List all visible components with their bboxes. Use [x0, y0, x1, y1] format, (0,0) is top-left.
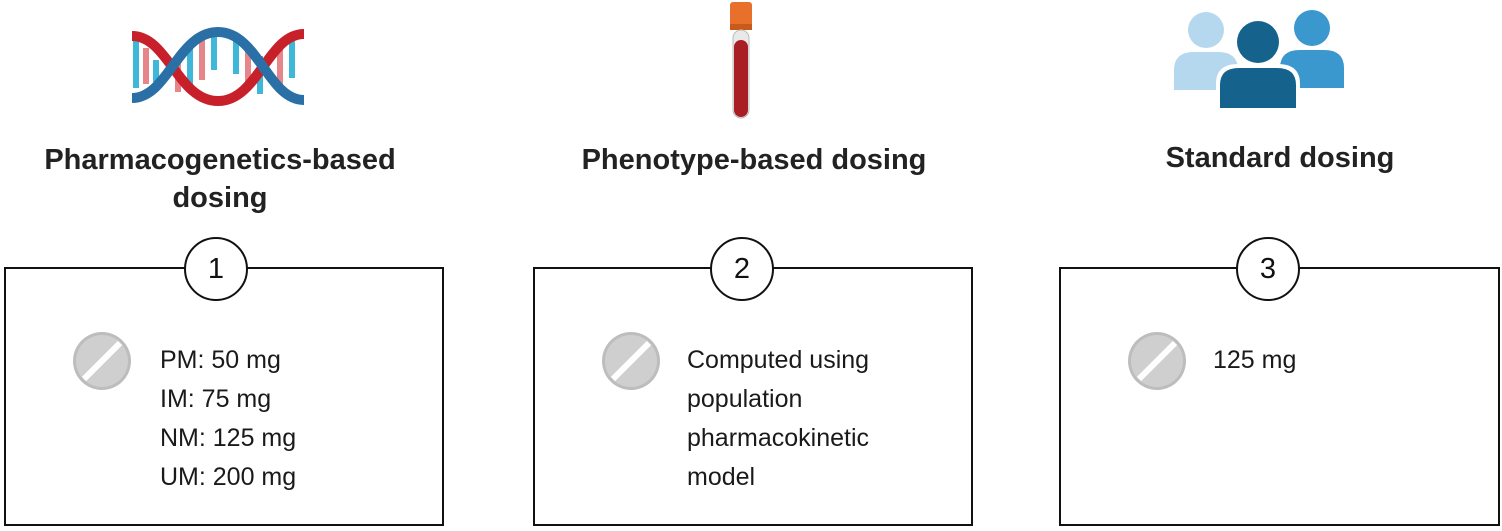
heading-line: Pharmacogenetics-based — [44, 144, 396, 176]
step-badge-3: 3 — [1236, 237, 1300, 301]
dose-line: Computed using — [687, 346, 870, 374]
pharmacogenetics-heading: Pharmacogenetics-based dosing — [0, 141, 440, 217]
dna-icon — [131, 26, 305, 107]
heading-line: Phenotype-based dosing — [581, 144, 927, 176]
dose-line: model — [687, 463, 756, 491]
pill-tablet-icon — [73, 332, 131, 390]
dose-value: 125 mg — [1213, 341, 1296, 380]
dosing-box-1: 1 PM: 50 mg IM: 75 mg NM: 125 mg UM: 200… — [4, 237, 444, 526]
dosing-box-2: 2 Computed using population pharmacokine… — [533, 237, 973, 526]
dose-line: IM: 75 mg — [160, 385, 272, 413]
pill-tablet-icon — [602, 332, 660, 390]
step-badge-2: 2 — [710, 237, 774, 301]
heading-line: Standard dosing — [1165, 142, 1395, 174]
dose-line: population — [687, 385, 803, 413]
dosing-box-3: 3 125 mg — [1059, 237, 1500, 526]
dose-list: PM: 50 mg IM: 75 mg NM: 125 mg UM: 200 m… — [160, 341, 296, 497]
standard-heading: Standard dosing — [1060, 139, 1500, 177]
phenotype-heading: Phenotype-based dosing — [534, 141, 974, 179]
dose-line: 125 mg — [1213, 346, 1297, 374]
step-badge-1: 1 — [184, 237, 248, 301]
dose-description: Computed using population pharmacokineti… — [687, 341, 869, 497]
pill-tablet-icon — [1128, 332, 1186, 390]
dose-line: PM: 50 mg — [160, 346, 281, 374]
heading-line: dosing — [172, 182, 268, 214]
dose-line: NM: 125 mg — [160, 424, 297, 452]
dose-line: UM: 200 mg — [160, 463, 297, 491]
dose-line: pharmacokinetic — [687, 424, 870, 452]
people-group-icon — [1174, 10, 1344, 109]
blood-tube-icon — [730, 2, 752, 119]
